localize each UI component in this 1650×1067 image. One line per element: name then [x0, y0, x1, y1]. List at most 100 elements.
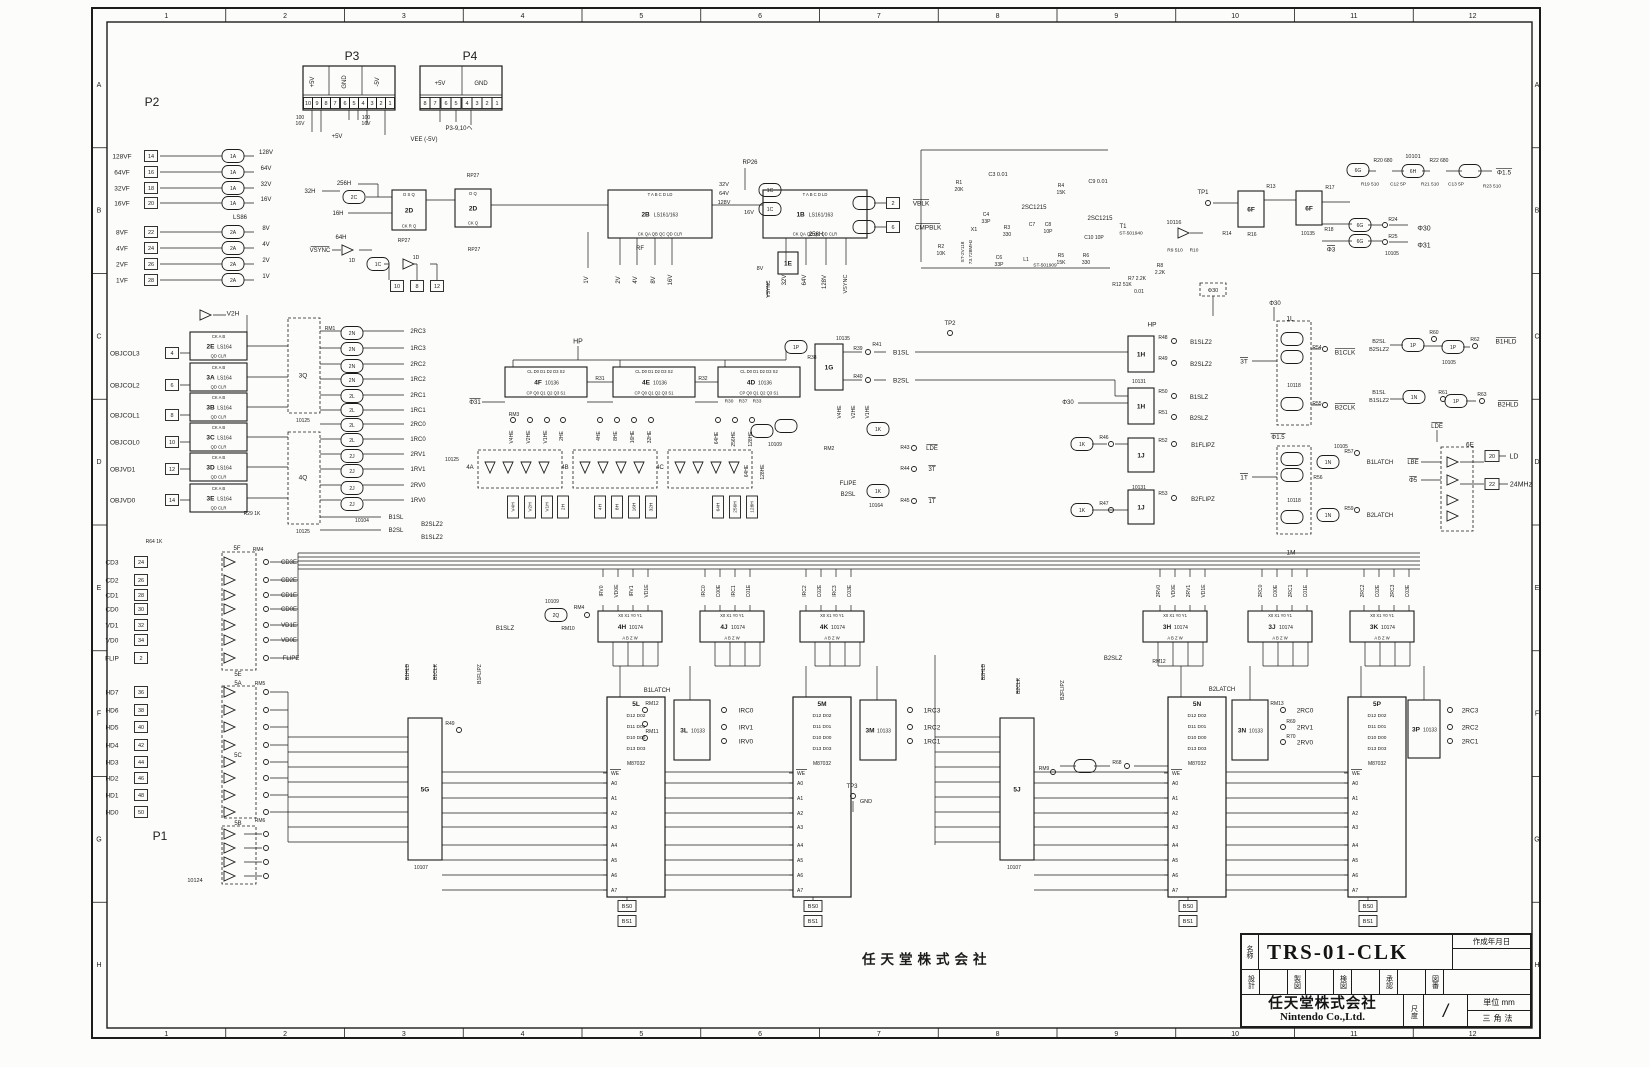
- pin-box-32: [134, 619, 148, 631]
- gate-2N: [340, 342, 364, 356]
- label-C02E: C02E: [817, 584, 823, 597]
- gate-1C-label: 1C: [767, 188, 774, 194]
- gate-6G-label: 6G: [1357, 239, 1364, 245]
- label-1T: 1T: [928, 499, 935, 505]
- label-R31: R31: [595, 376, 604, 382]
- terminal-circle: [947, 330, 953, 336]
- buffer-gate-icon: [223, 704, 237, 716]
- label-R12 51K: R12 51K: [1112, 282, 1132, 288]
- label-R41: R41: [872, 342, 881, 348]
- label-IRC1: IRC1: [731, 585, 737, 597]
- ic-3P-ref: 3P: [1412, 727, 1421, 734]
- ic-4D: [717, 366, 801, 398]
- gate-1K-label: 1K: [875, 427, 882, 433]
- grid-row-G-right: G: [1534, 836, 1539, 843]
- label-1RC3: 1RC3: [924, 707, 941, 714]
- terminal-circle: [263, 622, 269, 628]
- ic-5J-ref: 5J: [1013, 787, 1021, 794]
- label-B2HLD: B2HLD: [1498, 401, 1519, 408]
- gate-unlabeled: [852, 220, 876, 234]
- label-R32: R32: [698, 376, 707, 382]
- label-R14: R14: [1222, 231, 1231, 237]
- label-R30: R30: [725, 399, 734, 405]
- pin-number-28: 28: [138, 593, 144, 599]
- scale-value: /: [1424, 995, 1468, 1028]
- ic-5P-pin-A3: A3: [1352, 825, 1358, 831]
- label-RM12: RM12: [1152, 659, 1166, 665]
- ic-5P: [1347, 696, 1407, 898]
- label-R9 510: R9 510: [1167, 248, 1183, 254]
- terminal-circle: [263, 559, 269, 565]
- projection-label: 三角法: [1482, 1014, 1516, 1023]
- pin-box-14: [144, 150, 158, 162]
- ic-4K-bottom-pins: A B Z W: [824, 636, 839, 641]
- sheet-inner-border: [106, 21, 1533, 1029]
- pin-number-42: 42: [138, 743, 144, 749]
- gate-unlabeled: [1280, 452, 1304, 466]
- pin-number-5: 5: [454, 101, 457, 107]
- ic-4J-part: 10174: [731, 625, 745, 631]
- ic-5L-pin-A0: A0: [611, 781, 617, 787]
- label-2RC3: 2RC3: [1462, 707, 1479, 714]
- gate-2J: [340, 481, 364, 495]
- terminal-circle: [1171, 414, 1177, 420]
- label-B2HLD: B2HLD: [981, 664, 987, 681]
- pin-box-4: [165, 347, 179, 359]
- ic-3L-ref: 3L: [680, 728, 688, 735]
- label-V1HE: V1HE: [543, 430, 549, 444]
- label-2RC3: 2RC3: [1390, 584, 1396, 597]
- ic-5L-pin-A4: A4: [611, 843, 617, 849]
- pin-box-5: [450, 97, 462, 109]
- label-0.01: 0.01: [1134, 289, 1144, 295]
- signal-box-4H: [594, 495, 606, 519]
- ic-4J: [699, 610, 765, 643]
- pin-number-7: 7: [333, 101, 336, 107]
- label-Φ30: Φ30: [1417, 225, 1430, 232]
- label-C4: C4: [983, 212, 990, 218]
- label-P1: P1: [153, 829, 168, 843]
- label-HD6: HD6: [105, 707, 118, 714]
- pin-number-BS1: BS1: [1183, 919, 1193, 925]
- ic-3N-ref: 3N: [1238, 728, 1247, 735]
- terminal-circle: [584, 612, 590, 618]
- pin-box-18: [144, 182, 158, 194]
- grid-row-G: G: [96, 836, 101, 843]
- pin-number-5: 5: [352, 101, 355, 107]
- label-OBJVD1: OBJVD1: [110, 466, 136, 473]
- signal-box-label-2H: 2H: [560, 503, 566, 510]
- label-4VF: 4VF: [116, 245, 128, 252]
- gate-2A: [221, 241, 245, 255]
- title-block: 名称 TRS-01-CLK 作成年月日 設計 製図 検図 承認 図番 任天堂株式…: [1240, 933, 1532, 1028]
- pin-number-BS1: BS1: [622, 919, 632, 925]
- gate-1C-label: 1C: [375, 262, 382, 268]
- label-R59: R59: [1344, 506, 1353, 512]
- label-C9 0.01: C9 0.01: [1088, 179, 1107, 185]
- pin-box-6: [165, 379, 179, 391]
- terminal-circle: [263, 689, 269, 695]
- gate-1A-label: 1A: [230, 170, 237, 176]
- gate-1N-label: 1N: [1411, 395, 1418, 401]
- label-LS86: LS86: [233, 215, 248, 221]
- connector-box: [302, 65, 396, 111]
- label-C01E: C01E: [746, 584, 752, 597]
- label-VD1E: VD1E: [644, 584, 650, 598]
- ic-6F-ref: 6F: [1305, 206, 1313, 213]
- label-IRV0: IRV0: [739, 738, 754, 745]
- label-RM1: RM1: [325, 326, 336, 332]
- terminal-circle: [263, 637, 269, 643]
- signal-box-V4H: [507, 495, 519, 519]
- terminal-circle: [1322, 346, 1328, 352]
- pin-box-20: [144, 197, 158, 209]
- label-B1HLD: B1HLD: [405, 664, 411, 681]
- field-seizu: 製図: [1288, 970, 1306, 994]
- label-3T: 3T: [1240, 358, 1248, 365]
- terminal-circle: [1108, 441, 1114, 447]
- label-B2SL: B2SL: [841, 492, 856, 498]
- buffer-gate-icon: [674, 461, 686, 475]
- ic-5N-pin-A5: A5: [1172, 858, 1178, 864]
- gate-1A-label: 1A: [230, 186, 237, 192]
- label-VBLK: VBLK: [913, 200, 930, 207]
- label-B1CLK: B1CLK: [433, 663, 439, 680]
- ic-5P-data-pins: D11 D01: [1368, 724, 1387, 730]
- pin-number-32: 32: [138, 623, 144, 629]
